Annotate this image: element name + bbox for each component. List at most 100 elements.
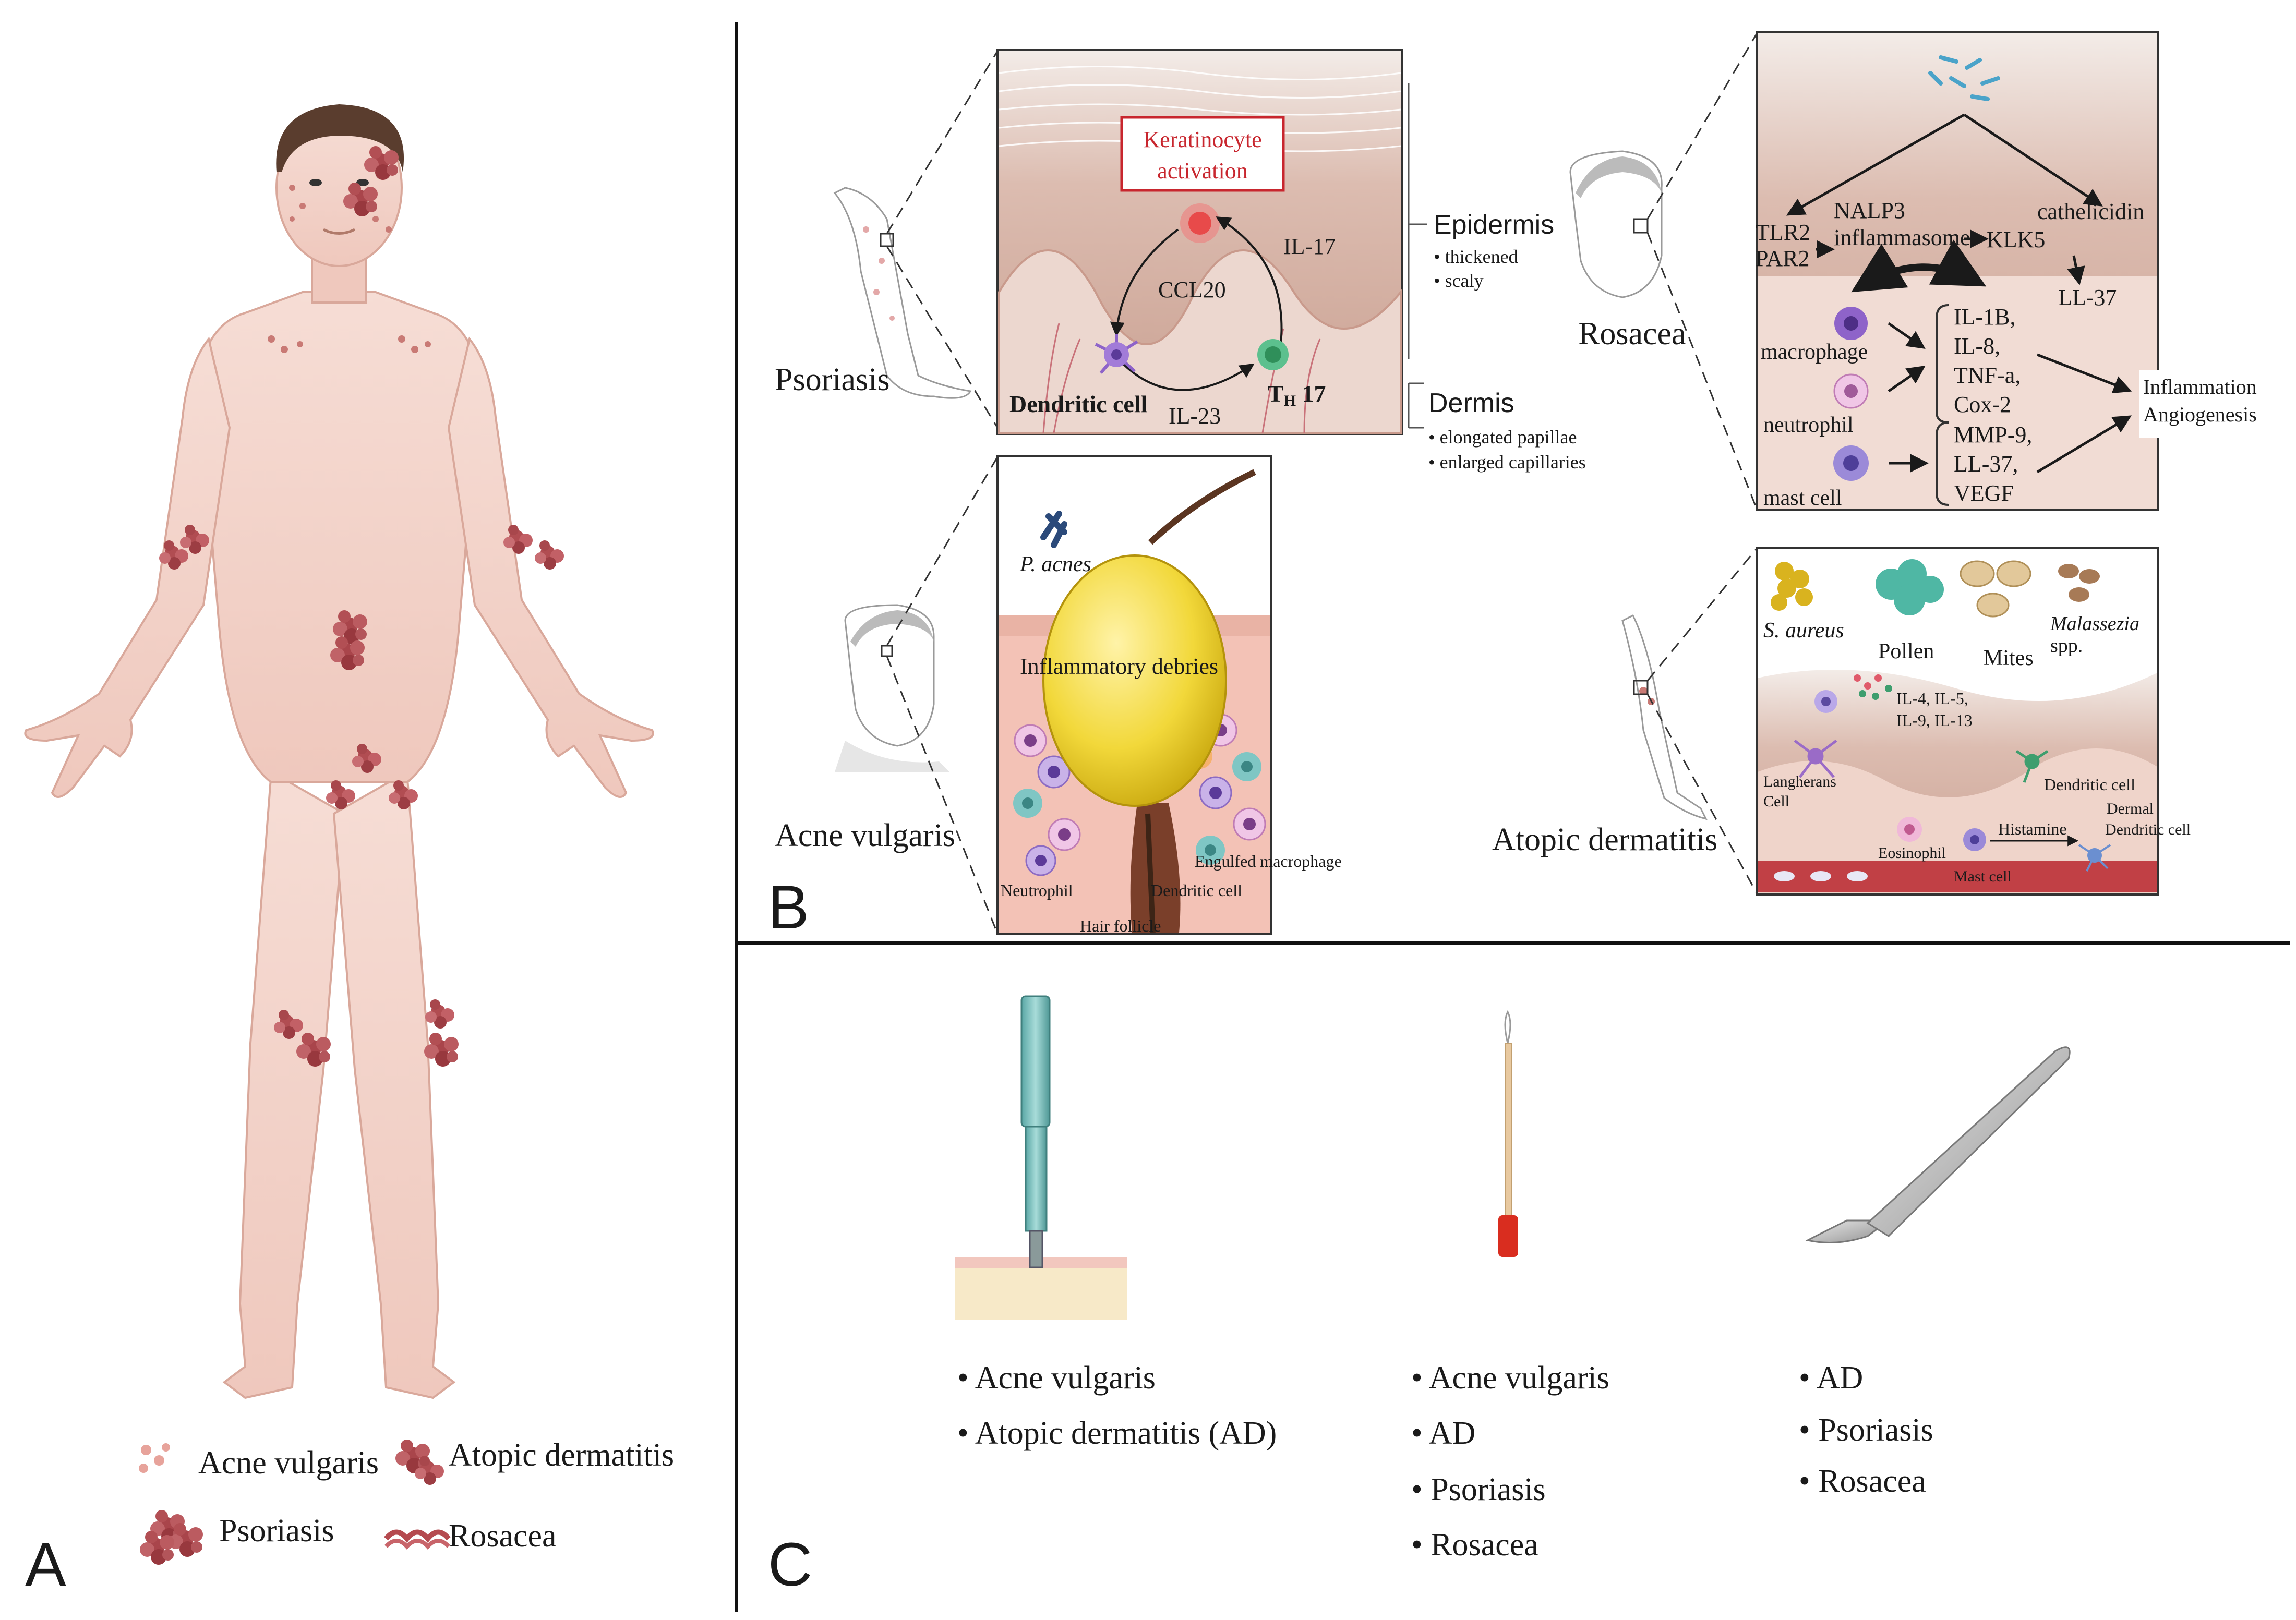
malassezia-label: Malassezia — [2050, 613, 2139, 635]
keratinocyte-label-2: activation — [1157, 158, 1248, 184]
engulfed-macrophage-label: Engulfed macrophage — [1195, 852, 1342, 871]
cytokine-3: TNF-a, — [1954, 362, 2021, 388]
rosacea-mast-label: mast cell — [1763, 486, 1842, 510]
sebum-plug — [1042, 554, 1227, 807]
tape-sample-list: • Acne vulgaris • Atopic dermatitis (AD) — [957, 1360, 1277, 1451]
tape-stripping-tool — [955, 995, 1127, 1320]
macrophage-label: macrophage — [1761, 340, 1868, 364]
psoriasis-legend-icon — [140, 1510, 203, 1565]
inflammasome-label: inflammasome — [1834, 225, 1970, 250]
psoriasis-inset: Psoriasis Keratinocyte activation CCL20 … — [775, 49, 1586, 473]
langherans-label-1: Langherans — [1763, 773, 1836, 790]
ll37-label: LL-37 — [2058, 285, 2117, 310]
dermis-bullet-2: • enlarged capillaries — [1428, 452, 1586, 473]
psoriasis-title: Psoriasis — [775, 362, 889, 397]
rosacea-inset: Rosacea TLR2 PAR2 NALP3 inflammasome KLK… — [1569, 31, 2280, 511]
rosacea-legend-icon — [384, 1529, 451, 1550]
tape-item-1: • Atopic dermatitis (AD) — [957, 1416, 1277, 1451]
scalpel-tool — [1805, 1046, 2071, 1243]
dermal-dendritic-icon — [2078, 844, 2111, 872]
dermis-bullet-1: • elongated papillae — [1428, 427, 1577, 448]
epidermis-label: Epidermis — [1434, 210, 1554, 240]
atopic-dendritic-label: Dendritic cell — [2044, 775, 2135, 794]
scalpel-item-2: • Rosacea — [1799, 1464, 1926, 1499]
legend-psoriasis-label: Psoriasis — [219, 1513, 334, 1549]
atopic-legend-icon — [395, 1440, 444, 1485]
keratinocyte-label-1: Keratinocyte — [1143, 127, 1261, 152]
arm-thumbnail-atopic — [1621, 614, 1708, 820]
th2-cell-icon — [1814, 690, 1837, 713]
langherans-label-2: Cell — [1763, 793, 1789, 810]
human-body-figure — [24, 104, 654, 1399]
cytokine-4: Cox-2 — [1954, 392, 2011, 417]
atopic-title: Atopic dermatitis — [1492, 822, 1717, 857]
pollen-label: Pollen — [1878, 639, 1934, 663]
saureus-label: S. aureus — [1763, 619, 1844, 643]
mast-cell-icon — [1833, 445, 1869, 481]
spp-label: spp. — [2050, 635, 2083, 657]
eosinophil-icon — [1897, 817, 1922, 842]
pollen-icon — [1876, 559, 1944, 615]
acne-inset: Acne vulgaris P. acnes Inflammatory debr… — [775, 455, 1342, 935]
eosinophil-label: Eosinophil — [1878, 844, 1946, 862]
cytokine-1: IL-1B, — [1954, 304, 2016, 330]
legend-acne-label: Acne vulgaris — [198, 1445, 379, 1481]
dermal-label-1: Dermal — [2107, 800, 2154, 817]
arm-thumbnail — [833, 187, 972, 399]
legend-rosacea-label: Rosacea — [449, 1518, 557, 1554]
dermal-label-2: Dendritic cell — [2105, 821, 2191, 838]
epidermis-bullet-2: • scaly — [1434, 270, 1484, 291]
mmp-2: LL-37, — [1954, 451, 2018, 477]
tlr2-label: TLR2 — [1756, 220, 1810, 245]
scalpel-sample-list: • AD • Psoriasis • Rosacea — [1799, 1360, 1933, 1499]
langerhans-cell-icon — [1794, 740, 1837, 778]
panel-label-c: C — [768, 1530, 812, 1599]
neutrophil-label: Neutrophil — [1001, 881, 1073, 900]
hair-follicle-label: Hair follicle — [1080, 916, 1161, 935]
atopic-mast-label: Mast cell — [1954, 868, 2012, 885]
dendritic-cell-label: Dendritic cell — [1009, 391, 1147, 417]
dermis-label: Dermis — [1428, 388, 1514, 418]
rosacea-neutrophil-label: neutrophil — [1763, 413, 1854, 437]
pacnes-label: P. acnes — [1019, 552, 1091, 576]
face-thumbnail-rosacea — [1569, 150, 1663, 298]
mast-cell-icon-atopic — [1963, 828, 1986, 851]
swab-item-2: • Psoriasis — [1411, 1472, 1546, 1507]
panel-label-a: A — [25, 1530, 66, 1599]
scalpel-item-1: • Psoriasis — [1799, 1412, 1933, 1448]
mmp-1: MMP-9, — [1954, 422, 2032, 448]
immune-cells-cluster — [1013, 714, 1266, 876]
acne-legend-icon — [139, 1443, 170, 1473]
il17-label: IL-17 — [1283, 234, 1336, 259]
face-thumbnail-acne — [835, 604, 949, 772]
nalp3-label: NALP3 — [1834, 198, 1905, 223]
rosacea-title: Rosacea — [1578, 316, 1686, 352]
macrophage-icon — [1834, 307, 1868, 340]
neutrophil-icon — [1833, 373, 1869, 409]
mites-label: Mites — [1984, 646, 2034, 670]
inflammation-label: Inflammation — [2143, 375, 2257, 398]
par2-label: PAR2 — [1756, 246, 1810, 271]
inflammatory-debris-label: Inflammatory debries — [1020, 654, 1218, 679]
histamine-label: Histamine — [1998, 819, 2067, 838]
microbes-icon — [1928, 55, 2000, 101]
saureus-icon — [1771, 562, 1813, 611]
th17-label: TH 17 — [1268, 380, 1326, 409]
interleukins-line-2: IL-9, IL-13 — [1896, 711, 1973, 730]
mmp-3: VEGF — [1954, 480, 2014, 506]
scalpel-item-0: • AD — [1799, 1360, 1863, 1396]
panel-label-b: B — [768, 873, 809, 942]
swab-item-1: • AD — [1411, 1416, 1475, 1451]
keratinocyte-icon — [1180, 203, 1220, 243]
cytokine-2: IL-8, — [1954, 333, 2000, 359]
bacteria-icon — [1040, 511, 1067, 548]
angiogenesis-label: Angiogenesis — [2143, 403, 2257, 426]
epidermis-bullet-1: • thickened — [1434, 246, 1518, 267]
acne-title: Acne vulgaris — [775, 818, 955, 853]
interleukins-line-1: IL-4, IL-5, — [1896, 689, 1968, 708]
swab-item-0: • Acne vulgaris — [1411, 1360, 1609, 1396]
legend: Acne vulgaris Atopic dermatitis Psoriasi… — [139, 1437, 674, 1565]
legend-atopic-label: Atopic dermatitis — [449, 1437, 674, 1473]
swab-sample-list: • Acne vulgaris • AD • Psoriasis • Rosac… — [1411, 1360, 1609, 1563]
